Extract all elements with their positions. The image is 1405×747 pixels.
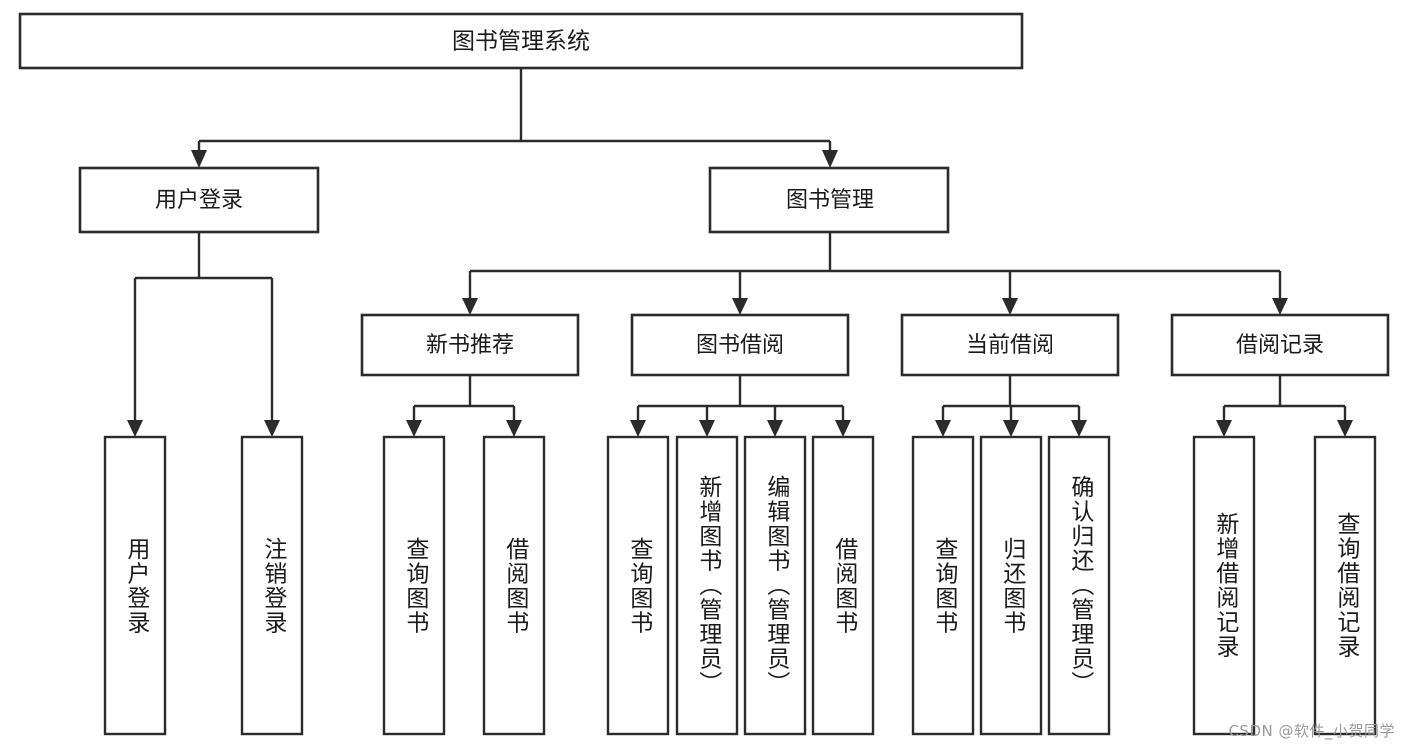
leaf-box-group	[103, 435, 1377, 736]
node-leaf-borrow-book-1-box[interactable]	[482, 435, 546, 736]
node-book-manage[interactable]: 图书管理	[708, 166, 950, 234]
arrow-head-book-borrow	[732, 298, 748, 315]
arrow-head-leaf-return-book	[1003, 420, 1019, 437]
arrow-head-leaf-borrow-book-2	[835, 420, 851, 437]
arrow-head-leaf-user-login	[127, 420, 143, 437]
node-root-box[interactable]	[18, 12, 1024, 70]
arrow-head-current-borrow	[1002, 298, 1018, 315]
arrow-head-borrow-record	[1272, 298, 1288, 315]
node-leaf-edit-book-box[interactable]	[743, 435, 807, 736]
arrow-head-leaf-query-record	[1337, 420, 1353, 437]
node-leaf-query-book-1-box[interactable]	[382, 435, 446, 736]
edge-group-current-borrow	[935, 375, 1087, 437]
node-leaf-confirm-return-box[interactable]	[1047, 435, 1111, 736]
node-book-borrow-box[interactable]	[630, 313, 850, 377]
node-book-borrow[interactable]: 图书借阅	[630, 313, 850, 377]
arrow-head-leaf-query-book-1	[406, 420, 422, 437]
edge-group-root	[191, 68, 838, 168]
node-current-borrow[interactable]: 当前借阅	[900, 313, 1120, 377]
node-borrow-record-box[interactable]	[1170, 313, 1390, 377]
node-new-book-recommend-box[interactable]	[360, 313, 580, 377]
node-leaf-add-book-box[interactable]	[675, 435, 739, 736]
node-leaf-query-book-3-box[interactable]	[911, 435, 975, 736]
node-root[interactable]: 图书管理系统	[18, 12, 1024, 70]
edge-group-book-borrow	[630, 375, 851, 437]
edge-group-new-book-recommend	[406, 375, 522, 437]
arrow-head-leaf-confirm-return	[1071, 420, 1087, 437]
arrow-head-leaf-borrow-book-1	[506, 420, 522, 437]
arrow-head-new-book-recommend	[462, 298, 478, 315]
node-new-book-recommend[interactable]: 新书推荐	[360, 313, 580, 377]
node-user-login[interactable]: 用户登录	[78, 166, 320, 234]
node-new-book-recommend-label: 新书推荐	[426, 333, 514, 358]
arrow-head-leaf-add-book	[699, 420, 715, 437]
arrow-head-leaf-query-book-2	[630, 420, 646, 437]
edge-group-user-login	[127, 232, 280, 437]
node-leaf-borrow-book-2-box[interactable]	[811, 435, 875, 736]
node-borrow-record[interactable]: 借阅记录	[1170, 313, 1390, 377]
node-borrow-record-label: 借阅记录	[1236, 333, 1324, 358]
arrow-head-leaf-query-book-3	[935, 420, 951, 437]
node-current-borrow-label: 当前借阅	[966, 333, 1054, 358]
arrow-head-book-manage	[822, 150, 838, 168]
arrow-head-user-login	[191, 150, 207, 168]
node-root-label: 图书管理系统	[452, 29, 590, 55]
node-user-login-box[interactable]	[78, 166, 320, 234]
node-leaf-return-book-box[interactable]	[979, 435, 1043, 736]
arrow-head-leaf-edit-book	[767, 420, 783, 437]
edge-group-borrow-record	[1216, 375, 1353, 437]
node-book-manage-box[interactable]	[708, 166, 950, 234]
node-leaf-user-logout-box[interactable]	[240, 435, 304, 736]
edge-group-book-manage	[462, 232, 1288, 315]
node-leaf-query-book-2-box[interactable]	[606, 435, 670, 736]
node-user-login-label: 用户登录	[155, 188, 243, 213]
csdn-watermark: CSDN @软件_小贺同学	[1228, 722, 1395, 740]
node-leaf-user-login-box[interactable]	[103, 435, 167, 736]
arrow-head-leaf-user-logout	[264, 420, 280, 437]
node-leaf-add-record-box[interactable]	[1192, 435, 1256, 736]
node-book-manage-label: 图书管理	[786, 188, 874, 213]
node-leaf-query-record-box[interactable]	[1313, 435, 1377, 736]
node-book-borrow-label: 图书借阅	[696, 333, 784, 358]
arrow-head-leaf-add-record	[1216, 420, 1232, 437]
node-current-borrow-box[interactable]	[900, 313, 1120, 377]
